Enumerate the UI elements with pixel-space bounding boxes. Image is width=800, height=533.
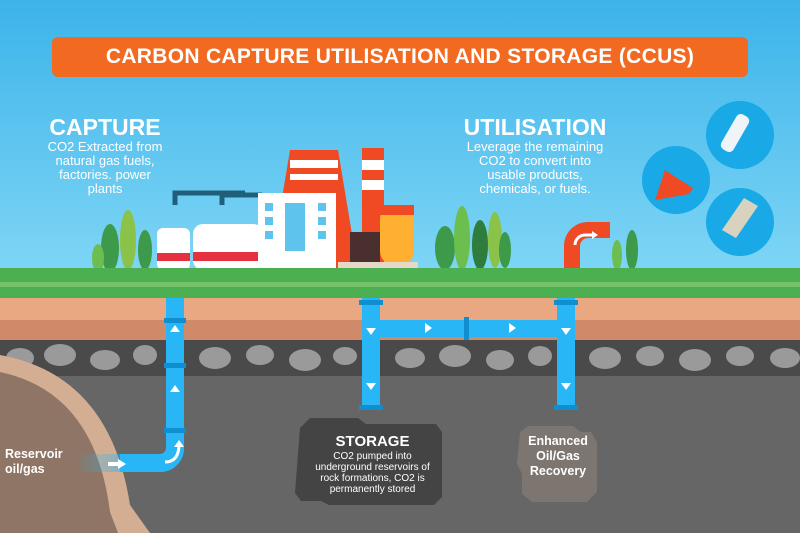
storage-text: CO2 pumped into underground reservoirs o… bbox=[315, 451, 430, 495]
capture-text: CO2 Extracted from natural gas fuels, fa… bbox=[47, 139, 163, 196]
storage-panel bbox=[295, 418, 442, 505]
trees bbox=[92, 206, 638, 272]
page-title: CARBON CAPTURE UTILISATION AND STORAGE (… bbox=[52, 37, 748, 77]
product-icons bbox=[642, 101, 774, 256]
storage-heading: STORAGE bbox=[335, 433, 410, 450]
stones bbox=[6, 344, 800, 371]
utilisation-heading: UTILISATION bbox=[463, 114, 607, 140]
capture-heading: CAPTURE bbox=[49, 114, 161, 140]
reservoir-label: Reservoir oil/gas bbox=[5, 447, 63, 476]
storage-section: STORAGE CO2 pumped into underground rese… bbox=[305, 433, 440, 495]
pipes bbox=[75, 298, 578, 472]
recovery-label: Enhanced Oil/Gas Recovery bbox=[528, 434, 588, 478]
utilisation-section: UTILISATION Leverage the remaining CO2 t… bbox=[455, 114, 615, 196]
utilisation-text: Leverage the remaining CO2 to convert in… bbox=[466, 139, 604, 196]
factory bbox=[157, 148, 418, 272]
recovery-panel bbox=[517, 426, 597, 502]
capture-section: CAPTURE CO2 Extracted from natural gas f… bbox=[30, 114, 180, 196]
utilisation-pipe bbox=[564, 222, 610, 268]
soil bbox=[0, 298, 800, 320]
